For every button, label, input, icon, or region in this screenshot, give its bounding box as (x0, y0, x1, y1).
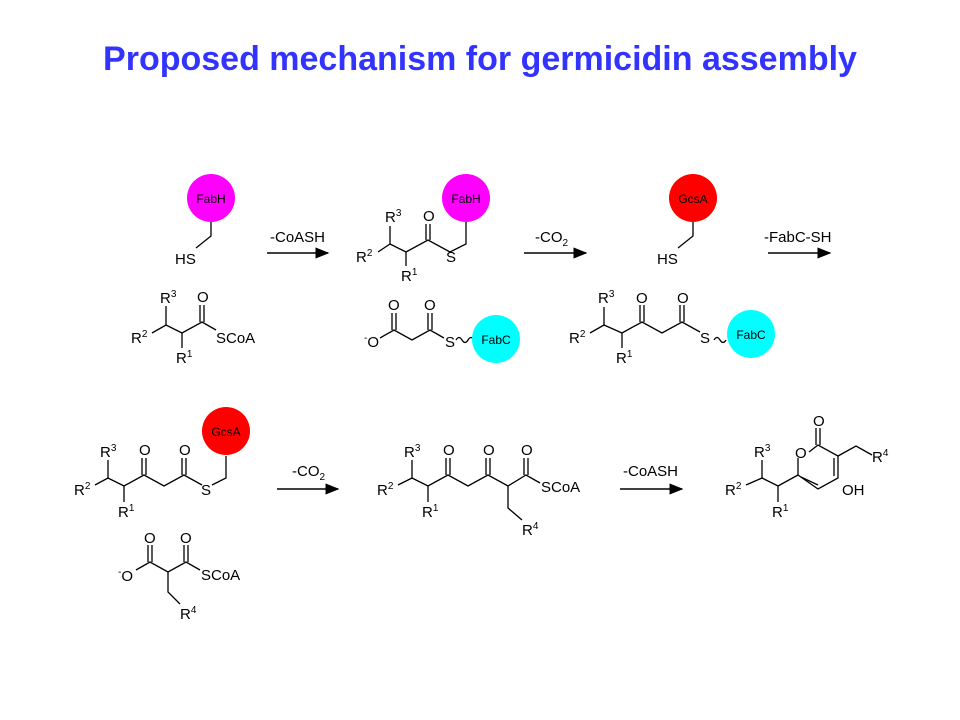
ketoacyl-fabc-structure: FabC R3 R2 R1 O O S (569, 289, 775, 367)
reaction-arrow-3: -FabC-SH (764, 229, 832, 259)
gcsa-label: GcsA (678, 192, 707, 206)
scoa-group: SCoA (201, 567, 240, 584)
r3-group: R3 (385, 208, 402, 226)
r4-group: R4 (180, 605, 197, 623)
r1-group: R1 (772, 503, 789, 521)
r3-group: R3 (404, 443, 421, 461)
r1-group: R1 (118, 503, 135, 521)
r2-group: R2 (377, 481, 394, 499)
arrow-3-label: -FabC-SH (764, 229, 832, 246)
scoa-group: SCoA (541, 479, 580, 496)
gcsa-enzyme-circle (202, 407, 250, 455)
gcsa-thiol-structure: GcsA HS (657, 174, 717, 268)
arrow-2-label: -CO2 (535, 229, 569, 249)
r1-group: R1 (176, 349, 193, 367)
thioester-sulfur: S (201, 482, 211, 499)
thioester-sulfur: S (700, 330, 710, 347)
arrow-1-label: -CoASH (270, 229, 325, 246)
acyl-coa-structure: R3 R2 R1 O SCoA (131, 289, 255, 367)
carboxylate-oxygen: -O (364, 333, 379, 351)
r2-group: R2 (74, 481, 91, 499)
ketoacyl-gcsa-structure: GcsA R3 R2 R1 O O S (74, 407, 250, 521)
r4-group: R4 (522, 521, 539, 539)
arrow-4-label: -CO2 (292, 463, 326, 483)
thioester-sulfur: S (445, 334, 455, 351)
reaction-arrow-5: -CoASH (620, 463, 684, 495)
lactone-carbonyl-oxygen: O (813, 413, 825, 430)
r3-group: R3 (598, 289, 615, 307)
hydroxyl-group: OH (842, 482, 865, 499)
r2-group: R2 (131, 329, 148, 347)
gcsa-enzyme-circle (669, 174, 717, 222)
alkylmalonyl-coa-structure: -O O O SCoA R4 (118, 530, 240, 623)
r2-group: R2 (569, 329, 586, 347)
carboxylate-oxygen: -O (118, 567, 133, 585)
slide-title: Proposed mechanism for germicidin assemb… (103, 40, 857, 78)
fabc-enzyme-circle (472, 315, 520, 363)
fabh-enzyme-circle (187, 174, 235, 222)
r4-group: R4 (872, 448, 889, 466)
hs-label: HS (175, 251, 196, 268)
r2-group: R2 (356, 248, 373, 266)
carbonyl-oxygen: O (521, 442, 533, 459)
acyl-fabh-structure: FabH R3 R2 R1 O S (356, 174, 490, 285)
r3-group: R3 (160, 289, 177, 307)
carbonyl-oxygen: O (139, 442, 151, 459)
ring-oxygen: O (795, 445, 807, 462)
thioester-sulfur: S (446, 249, 456, 266)
fabc-enzyme-circle (727, 310, 775, 358)
carbonyl-oxygen: O (180, 530, 192, 547)
reaction-arrow-2: -CO2 (524, 229, 588, 259)
fabh-enzyme-circle (442, 174, 490, 222)
r2-group: R2 (725, 481, 742, 499)
carbonyl-oxygen: O (424, 297, 436, 314)
r3-group: R3 (754, 443, 771, 461)
r1-group: R1 (422, 503, 439, 521)
reaction-arrow-1: -CoASH (267, 229, 330, 259)
carbonyl-oxygen: O (179, 442, 191, 459)
carbonyl-oxygen: O (677, 290, 689, 307)
malonyl-fabc-structure: FabC -O O O S (364, 297, 520, 363)
hs-label: HS (657, 251, 678, 268)
r1-group: R1 (401, 267, 418, 285)
carbonyl-oxygen: O (423, 208, 435, 225)
fabc-label: FabC (481, 333, 511, 347)
carbonyl-oxygen: O (483, 442, 495, 459)
fabh-label: FabH (196, 192, 225, 206)
carbonyl-oxygen: O (443, 442, 455, 459)
carbonyl-oxygen: O (388, 297, 400, 314)
germicidin-pyrone-structure: R3 R2 R1 O O OH R4 (725, 413, 889, 521)
r1-group: R1 (616, 349, 633, 367)
carbonyl-oxygen: O (636, 290, 648, 307)
fabh-label: FabH (451, 192, 480, 206)
reaction-arrow-4: -CO2 (277, 463, 340, 495)
r3-group: R3 (100, 443, 117, 461)
triketide-coa-structure: R3 R2 R1 O O O SCoA R4 (377, 442, 580, 539)
fabc-label: FabC (736, 328, 766, 342)
carbonyl-oxygen: O (197, 289, 209, 306)
fabh-thiol-structure: FabH HS (175, 174, 235, 268)
arrow-5-label: -CoASH (623, 463, 678, 480)
gcsa-label: GcsA (211, 425, 240, 439)
carbonyl-oxygen: O (144, 530, 156, 547)
scoa-group: SCoA (216, 330, 255, 347)
